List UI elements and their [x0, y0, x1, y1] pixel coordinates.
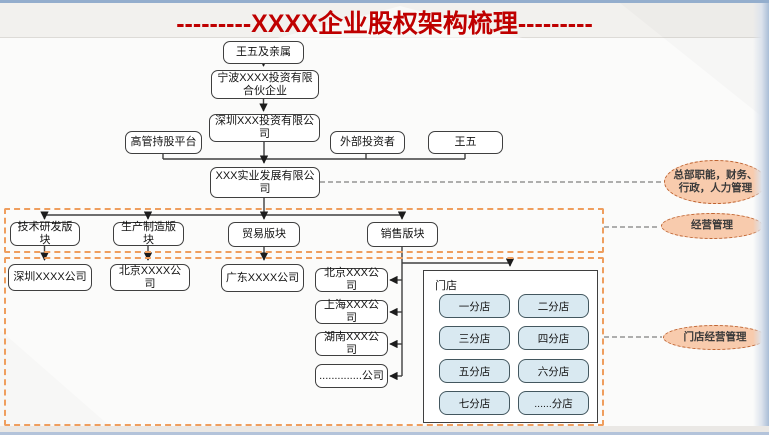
node-shenzhen-invest: 深圳XXX投资有限公司 [209, 114, 320, 142]
node-wangwu: 王五 [428, 131, 503, 154]
node-ningbo-partnership: 宁波XXXX投资有限合伙企业 [211, 70, 319, 99]
node-subsidiary-shenzhen: 深圳XXXX公司 [8, 264, 92, 291]
stores-panel: 门店 一分店 二分店 三分店 四分店 五分店 六分店 七分店 ......分店 [423, 270, 598, 423]
page-title: ---------XXXX企业股权架构梳理--------- [176, 10, 593, 38]
node-subsidiary-guangdong: 广东XXXX公司 [221, 264, 304, 292]
node-sector-manufacturing: 生产制造版块 [113, 221, 184, 246]
node-sales-company-shanghai: 上海XXX公司 [315, 299, 388, 324]
store-box-5: 五分店 [439, 359, 510, 383]
store-box-8: ......分店 [518, 391, 589, 415]
node-sales-company-more: ..............公司 [315, 364, 388, 388]
slide-bottom-margin [0, 426, 769, 432]
title-band [0, 3, 769, 40]
store-box-3: 三分店 [439, 326, 510, 350]
node-industrial-company: XXX实业发展有限公司 [210, 167, 320, 198]
store-box-4: 四分店 [518, 326, 589, 350]
node-subsidiary-beijing: 北京XXXX公司 [110, 264, 190, 291]
node-executive-platform: 高管持股平台 [125, 131, 202, 154]
node-sector-sales: 销售版块 [367, 222, 438, 247]
store-box-1: 一分店 [439, 294, 510, 318]
stores-panel-label: 门店 [435, 280, 457, 292]
window-right-edge [753, 3, 769, 435]
node-family: 王五及亲属 [223, 41, 304, 64]
node-external-investor: 外部投资者 [330, 131, 405, 154]
annotation-oval-store-operation: 门店经营管理 [663, 325, 767, 350]
sectors-dashed-zone [4, 208, 604, 253]
store-box-2: 二分店 [518, 294, 589, 318]
node-sector-tech: 技术研发版块 [10, 221, 80, 246]
node-sector-trade: 贸易版块 [228, 222, 300, 247]
annotation-oval-operation: 经营管理 [661, 213, 763, 239]
window-top-edge [0, 0, 769, 3]
store-box-7: 七分店 [439, 391, 510, 415]
annotation-oval-hq-functions: 总部职能，财务、行政，人力管理 [664, 160, 767, 204]
window-bottom-edge [0, 432, 769, 435]
node-sales-company-beijing: 北京XXX公司 [315, 267, 388, 292]
node-sales-company-hunan: 湖南XXX公司 [315, 331, 388, 356]
subsidiaries-dashed-zone [4, 257, 604, 426]
store-box-6: 六分店 [518, 359, 589, 383]
